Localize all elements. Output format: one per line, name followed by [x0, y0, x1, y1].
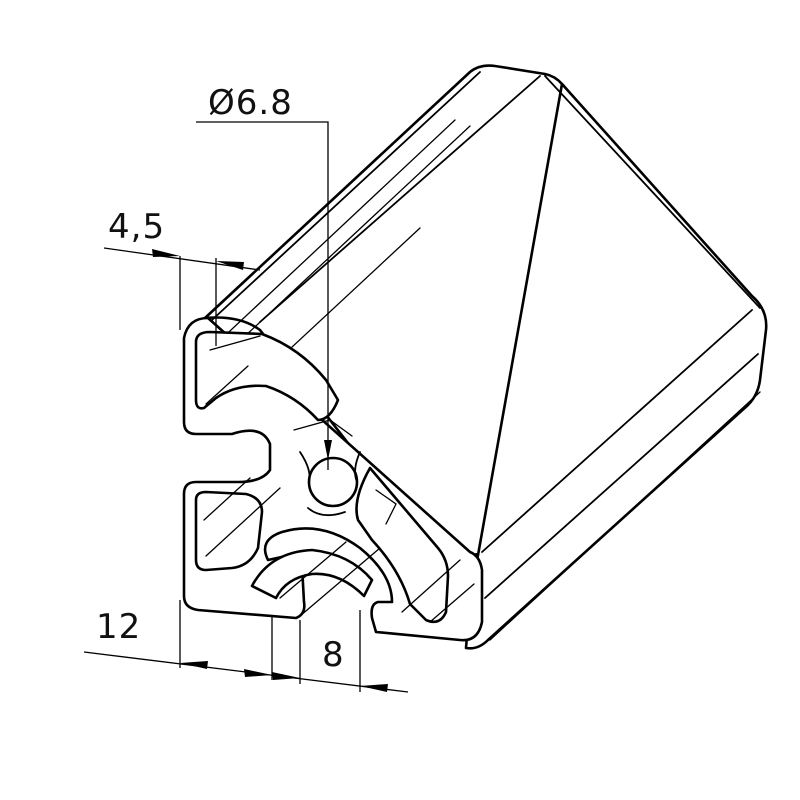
diameter-label: Ø6.8 [208, 83, 293, 123]
slot-width-label: 4,5 [108, 207, 165, 247]
web-line [354, 451, 361, 483]
arrow-head [180, 661, 208, 669]
channel-line [205, 365, 249, 405]
arrow-head [216, 261, 244, 270]
dimension-diameter: Ø6.8 [196, 83, 332, 470]
leader-line [196, 121, 329, 470]
edge-line [484, 353, 759, 599]
arrow-head [324, 440, 332, 460]
channel-line [429, 583, 475, 623]
pitch-left-label: 12 [96, 607, 141, 647]
edge-line [227, 125, 471, 353]
channel-line [203, 477, 251, 521]
web-line [375, 489, 397, 525]
edge-line [211, 71, 481, 321]
channel-line [299, 547, 381, 617]
dimension-slot-width: 4,5 [103, 207, 261, 346]
web-line [299, 451, 311, 483]
pitch-right-label: 8 [322, 635, 345, 675]
extrusion-body [203, 64, 768, 650]
edge-line [259, 75, 541, 323]
channel-line [209, 335, 261, 351]
web-line [293, 419, 353, 437]
arrow-head [272, 672, 300, 680]
channel-line [279, 541, 347, 599]
arrow-head [152, 249, 180, 257]
edge-line [214, 119, 456, 346]
arrow-head [244, 669, 272, 677]
web-line [307, 507, 346, 517]
edge-line [489, 391, 761, 641]
edge-line [544, 75, 761, 309]
slot-right [355, 466, 450, 624]
slot-upper [194, 330, 340, 422]
dimension-pitch: 12 8 [83, 600, 409, 693]
slot-lower [250, 548, 374, 600]
channel-line [401, 559, 461, 613]
channel-line [205, 487, 281, 557]
arrow-head [360, 684, 388, 692]
profile-cross-section [182, 316, 484, 642]
edge-line [481, 309, 753, 553]
right-face [464, 82, 768, 650]
slot-left [194, 490, 264, 572]
center-bore [307, 456, 359, 508]
